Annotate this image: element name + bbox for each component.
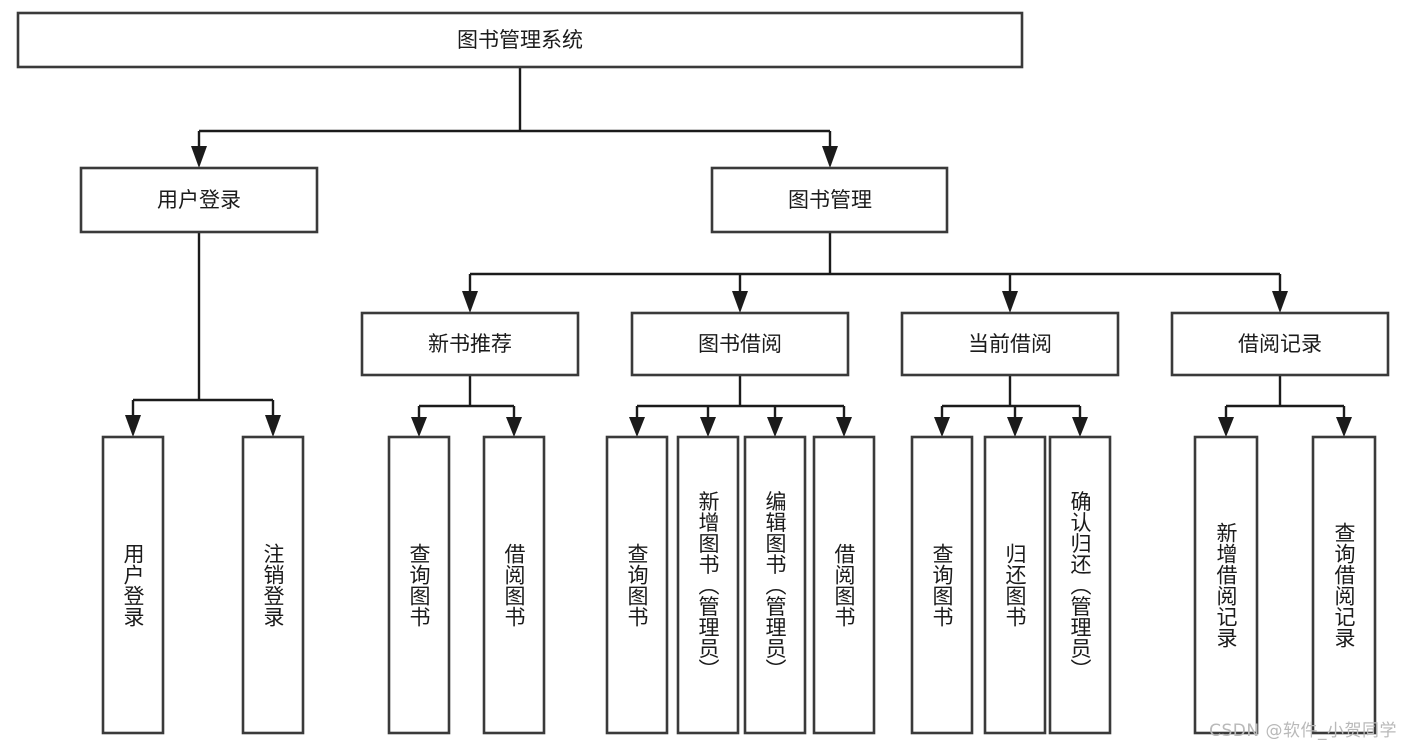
current-borrow-box[interactable] (900, 311, 1120, 377)
arrow-nbr-to-borrow-book (506, 417, 522, 437)
leaf-user-login[interactable]: 用户登录 (101, 435, 165, 735)
leaf-nbr-borrow-book-box[interactable] (482, 435, 546, 735)
leaf-bb-add-book-label: 新增图书（管理员） (696, 491, 720, 680)
leaf-cb-query-book-label: 查询图书 (930, 543, 954, 627)
arrow-cb-to-return-book (1007, 417, 1023, 437)
arrow-bb-to-edit-book (767, 417, 783, 437)
arrow-cb-to-confirm-return (1072, 417, 1088, 437)
edge-newbookrec-trunk (417, 375, 516, 424)
leaf-br-add-record[interactable]: 新增借阅记录 (1193, 435, 1259, 735)
leaf-cb-query-book-box[interactable] (910, 435, 974, 735)
node-book-borrow[interactable]: 图书借阅 (630, 311, 850, 377)
book-borrow-box[interactable] (630, 311, 850, 377)
edge-borrowrecord-trunk (1224, 375, 1346, 424)
leaf-bb-query-book[interactable]: 查询图书 (605, 435, 669, 735)
new-book-recommend-box[interactable] (360, 311, 580, 377)
arrow-bb-to-add-book (700, 417, 716, 437)
edge-bookborrow-trunk (635, 375, 846, 424)
leaf-nbr-query-book[interactable]: 查询图书 (387, 435, 451, 735)
node-new-book-recommend[interactable]: 新书推荐 (360, 311, 580, 377)
leaf-bb-borrow-book[interactable]: 借阅图书 (812, 435, 876, 735)
edge-currentborrow-trunk (940, 375, 1082, 424)
leaf-logout-box[interactable] (241, 435, 305, 735)
user-login-box[interactable] (79, 166, 319, 234)
arrow-cb-to-query-book (934, 417, 950, 437)
node-root[interactable]: 图书管理系统 (16, 11, 1024, 69)
leaf-bb-borrow-book-box[interactable] (812, 435, 876, 735)
arrow-to-new-book-rec (462, 291, 478, 313)
arrow-to-current-borrow (1002, 291, 1018, 313)
root-box[interactable] (16, 11, 1024, 69)
leaf-bb-borrow-book-label: 借阅图书 (832, 543, 856, 627)
arrow-to-user-login-leaf (125, 415, 141, 437)
borrow-record-box[interactable] (1170, 311, 1390, 377)
book-management-label: 图书管理 (788, 188, 872, 212)
leaf-nbr-borrow-book-label: 借阅图书 (502, 543, 526, 627)
leaf-bb-edit-book[interactable]: 编辑图书（管理员） (743, 435, 807, 735)
edge-bookmgmt-trunk (468, 232, 1282, 296)
arrow-bb-to-query-book (629, 417, 645, 437)
node-borrow-record[interactable]: 借阅记录 (1170, 311, 1390, 377)
arrow-to-borrow-record (1272, 291, 1288, 313)
user-login-label: 用户登录 (157, 188, 241, 212)
arrow-bb-to-borrow-book (836, 417, 852, 437)
current-borrow-label: 当前借阅 (968, 332, 1052, 356)
root-label: 图书管理系统 (457, 28, 583, 52)
leaf-bb-query-book-label: 查询图书 (625, 543, 649, 627)
leaf-user-login-label: 用户登录 (121, 543, 145, 627)
leaf-bb-query-book-box[interactable] (605, 435, 669, 735)
leaf-cb-return-book-label: 归还图书 (1003, 543, 1027, 627)
arrow-to-logout-leaf (265, 415, 281, 437)
edge-layer (125, 67, 1352, 437)
leaf-user-login-box[interactable] (101, 435, 165, 735)
leaf-bb-add-book-box[interactable] (676, 435, 740, 735)
book-borrow-label: 图书借阅 (698, 332, 782, 356)
borrow-record-label: 借阅记录 (1238, 332, 1322, 356)
leaf-nbr-query-book-label: 查询图书 (407, 543, 431, 627)
arrow-root-to-user-login (191, 146, 207, 168)
leaf-logout-label: 注销登录 (261, 543, 285, 627)
leaf-br-add-record-box[interactable] (1193, 435, 1259, 735)
arrow-br-to-query-record (1336, 417, 1352, 437)
edge-userlogin-trunk (131, 232, 275, 420)
leaf-cb-query-book[interactable]: 查询图书 (910, 435, 974, 735)
arrow-nbr-to-query-book (411, 417, 427, 437)
leaf-nbr-query-book-box[interactable] (387, 435, 451, 735)
leaf-bb-edit-book-label: 编辑图书（管理员） (763, 491, 787, 680)
arrow-br-to-add-record (1218, 417, 1234, 437)
leaf-cb-return-book[interactable]: 归还图书 (983, 435, 1047, 735)
leaf-bb-add-book[interactable]: 新增图书（管理员） (676, 435, 740, 735)
leaf-cb-confirm-return-box[interactable] (1048, 435, 1112, 735)
node-book-management[interactable]: 图书管理 (710, 166, 949, 234)
book-management-box[interactable] (710, 166, 949, 234)
leaf-cb-confirm-return[interactable]: 确认归还（管理员） (1048, 435, 1112, 735)
node-current-borrow[interactable]: 当前借阅 (900, 311, 1120, 377)
arrow-root-to-book-mgmt (822, 146, 838, 168)
leaf-br-query-record-box[interactable] (1311, 435, 1377, 735)
edge-root-trunk (197, 67, 832, 152)
leaf-cb-confirm-return-label: 确认归还（管理员） (1068, 491, 1092, 680)
leaf-bb-edit-book-box[interactable] (743, 435, 807, 735)
leaf-br-query-record[interactable]: 查询借阅记录 (1311, 435, 1377, 735)
node-user-login[interactable]: 用户登录 (79, 166, 319, 234)
csdn-watermark: CSDN @软件_小贺同学 (1209, 721, 1397, 741)
new-book-recommend-label: 新书推荐 (428, 332, 512, 356)
leaf-br-add-record-label: 新增借阅记录 (1214, 522, 1238, 648)
leaf-cb-return-book-box[interactable] (983, 435, 1047, 735)
arrow-to-book-borrow (732, 291, 748, 313)
leaf-nbr-borrow-book[interactable]: 借阅图书 (482, 435, 546, 735)
leaf-logout[interactable]: 注销登录 (241, 435, 305, 735)
leaf-br-query-record-label: 查询借阅记录 (1332, 522, 1356, 648)
